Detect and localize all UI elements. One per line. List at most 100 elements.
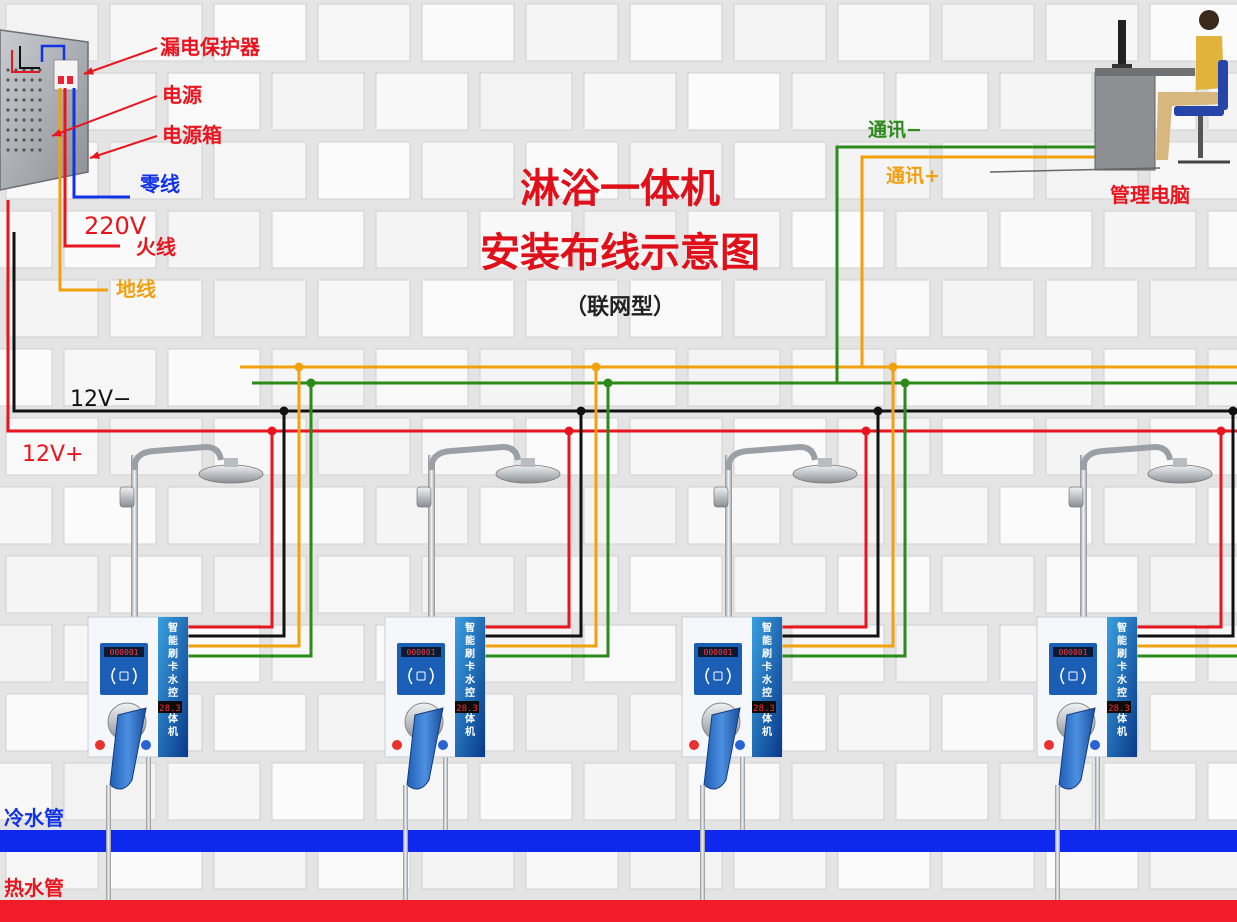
- wall-brick: [421, 555, 515, 614]
- temp-display: [1107, 701, 1131, 713]
- wall-brick: [271, 348, 365, 407]
- shower-head-icon: [198, 464, 264, 484]
- wall-brick: [1207, 762, 1237, 821]
- temp-display-value: 28.3: [1108, 704, 1130, 714]
- temp-display-value: 28.3: [159, 704, 181, 714]
- wall-brick: [1045, 555, 1139, 614]
- shower-units: 智能刷卡水控一体机00000128.3智能刷卡水控一体机00000128.3智能…: [87, 443, 1213, 900]
- junction-dot: [279, 406, 289, 416]
- arrow-power-supply-head: [52, 129, 62, 137]
- hot-indicator-icon: [392, 740, 402, 750]
- unit-wire-red: [485, 431, 571, 629]
- wall-brick: [1103, 348, 1197, 407]
- vent-hole: [30, 128, 34, 132]
- vent-hole: [14, 148, 18, 152]
- wall-brick: [271, 624, 365, 683]
- temp-display: [455, 701, 479, 713]
- nfc-icon: [1060, 667, 1086, 685]
- panel-side-char: 智: [465, 621, 475, 634]
- unit-wire-green: [1137, 654, 1237, 658]
- cold-water-pipe: [0, 830, 1237, 852]
- nfc-icon: [705, 667, 731, 685]
- wall-brick: [629, 141, 723, 200]
- wall-brick: [837, 555, 931, 614]
- vent-hole: [14, 118, 18, 122]
- box-wire-red: [11, 50, 40, 73]
- wall-bracket: [416, 486, 432, 508]
- wall-brick: [317, 141, 411, 200]
- junction-dot: [267, 426, 277, 436]
- wall-brick: [837, 3, 931, 62]
- wall-brick: [213, 693, 307, 752]
- wall-brick: [375, 210, 469, 269]
- arrow-power-box-head: [90, 151, 100, 159]
- wall-brick: [791, 624, 885, 683]
- panel-side-char: 水: [761, 673, 773, 686]
- panel-side-char: 机: [1117, 725, 1127, 738]
- wall-brick: [109, 279, 203, 338]
- ground-wire: [58, 88, 108, 292]
- wall-brick: [479, 486, 573, 545]
- wall-brick: [583, 624, 677, 683]
- wall-brick: [895, 348, 989, 407]
- label-12v-plus: 12V+: [22, 442, 83, 467]
- monitor-stand: [1112, 64, 1132, 68]
- wall-brick: [791, 762, 885, 821]
- temp-display: [752, 701, 776, 713]
- junction-dot: [873, 406, 883, 416]
- vent-hole: [30, 108, 34, 112]
- label-cold-pipe: 冷水管: [4, 806, 64, 830]
- card-icon: [119, 671, 129, 681]
- comm-minus-line: [835, 145, 1095, 383]
- vent-hole: [30, 98, 34, 102]
- panel-side-char: 刷: [1117, 647, 1127, 660]
- breaker-switch: [58, 76, 64, 84]
- wall-brick: [479, 624, 573, 683]
- reader-display: [104, 647, 144, 657]
- vent-hole: [22, 108, 26, 112]
- shower-head-icon: [495, 464, 561, 484]
- floor-line: [989, 167, 1161, 173]
- shower-head-neck: [818, 458, 832, 467]
- vent-hole: [30, 138, 34, 142]
- wall-brick: [271, 486, 365, 545]
- panel-side-strip: [158, 617, 188, 757]
- hot-hose: [700, 785, 705, 900]
- hot-indicator-icon: [1044, 740, 1054, 750]
- comm-plus-line: [860, 155, 1095, 367]
- wall-brick: [525, 279, 619, 338]
- panel-side-char: 机: [168, 725, 178, 738]
- wall-brick: [479, 72, 573, 131]
- label-power-box: 电源箱: [162, 123, 222, 147]
- wall-brick: [941, 279, 1035, 338]
- chair-seat: [1174, 106, 1224, 116]
- wiring: [6, 145, 1237, 658]
- hot-hose: [106, 785, 111, 900]
- shower-head-neck: [224, 458, 238, 467]
- box-wire-black: [19, 46, 40, 69]
- wall-brick: [629, 555, 723, 614]
- unit-wire-orange: [1137, 644, 1237, 648]
- vent-hole: [38, 138, 42, 142]
- vent-hole: [14, 68, 18, 72]
- hot-indicator-icon: [95, 740, 105, 750]
- shower-arm: [428, 443, 521, 471]
- wall-brick: [583, 486, 677, 545]
- panel-side-char: 能: [465, 634, 475, 647]
- cold-hose: [740, 757, 745, 830]
- card-icon: [416, 671, 426, 681]
- wall-brick: [941, 3, 1035, 62]
- wall-brick: [837, 417, 931, 476]
- v12-plus-bus: [6, 200, 1237, 433]
- junction-dot: [306, 378, 316, 388]
- panel-side-char: 水: [464, 673, 476, 686]
- hot-hose: [1055, 785, 1060, 900]
- wall-brick: [1103, 210, 1197, 269]
- wall-brick: [63, 210, 157, 269]
- unit-wire-green: [188, 383, 313, 658]
- desk-cabinet: [1094, 71, 1156, 171]
- junction-dot: [861, 426, 871, 436]
